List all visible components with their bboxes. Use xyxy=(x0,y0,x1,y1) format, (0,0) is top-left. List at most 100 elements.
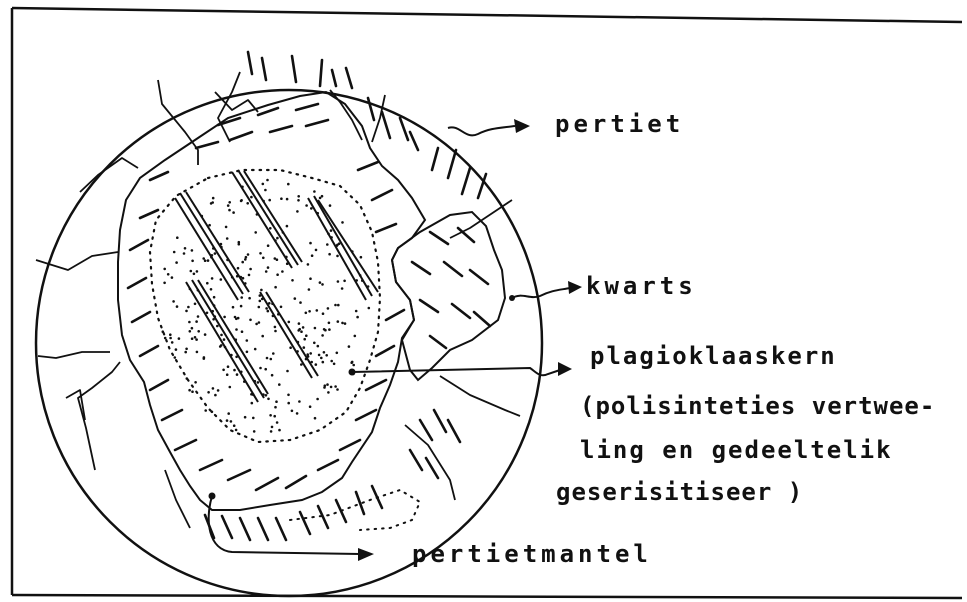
sericite-dot xyxy=(249,268,252,271)
sericite-dot xyxy=(337,280,340,283)
sericite-dot xyxy=(288,321,291,324)
sericite-dot xyxy=(262,183,265,186)
sericite-dot xyxy=(196,270,199,273)
sericite-dot xyxy=(223,316,226,319)
sericite-dot xyxy=(187,306,190,309)
sericite-dot xyxy=(286,198,289,201)
sericite-dot xyxy=(242,277,245,280)
sericite-dot xyxy=(175,348,178,351)
sericite-dot xyxy=(247,253,250,256)
sericite-dot xyxy=(226,237,229,240)
sericite-dot xyxy=(351,361,354,364)
sericite-dot xyxy=(309,277,312,280)
sericite-dot xyxy=(334,385,337,388)
sericite-dot xyxy=(307,263,310,266)
sericite-dot xyxy=(194,336,197,339)
sericite-dot xyxy=(254,348,257,351)
sericite-dot xyxy=(344,322,347,325)
sericite-dot xyxy=(220,344,223,347)
kwarts-leader xyxy=(512,288,570,298)
sericite-dot xyxy=(176,305,179,308)
sericite-dot xyxy=(356,316,359,319)
sericite-dot xyxy=(274,330,277,333)
sericite-dot xyxy=(164,337,167,340)
sericite-dot xyxy=(252,417,255,420)
sericite-dot xyxy=(225,226,228,229)
sericite-dot xyxy=(328,328,331,331)
sericite-dot xyxy=(210,202,213,205)
sericite-dot xyxy=(360,256,363,259)
sericite-dot xyxy=(286,225,289,228)
sericite-dot xyxy=(315,363,318,366)
sericite-dot xyxy=(337,320,340,323)
plagioklaas-leader xyxy=(352,368,560,375)
sericite-dot xyxy=(269,227,272,230)
sericite-dot xyxy=(195,338,198,341)
sericite-dot xyxy=(232,306,235,309)
sericite-dot xyxy=(176,236,179,239)
sericite-dot xyxy=(193,273,196,276)
sericite-dot xyxy=(227,412,230,415)
sericite-dot xyxy=(241,261,244,264)
sericite-dot xyxy=(208,224,211,227)
sericite-dot xyxy=(259,367,262,370)
sericite-dot xyxy=(267,266,270,269)
sericite-dot xyxy=(306,353,309,356)
sericite-dot xyxy=(197,330,200,333)
sericite-dot xyxy=(278,429,281,432)
sericite-dot xyxy=(184,247,187,250)
sericite-dot xyxy=(328,253,331,256)
sericite-dot xyxy=(308,310,311,313)
sericite-dot xyxy=(355,310,358,313)
sericite-dot xyxy=(229,386,232,389)
sericite-dot xyxy=(330,360,333,363)
sericite-dot xyxy=(210,288,213,291)
sericite-dot xyxy=(296,412,299,415)
sericite-dot xyxy=(194,381,197,384)
sericite-dot xyxy=(211,277,214,280)
sericite-dot xyxy=(291,410,294,413)
sericite-dot xyxy=(264,189,267,192)
sericite-dot xyxy=(298,322,301,325)
sericite-dot xyxy=(303,346,306,349)
sericite-dot xyxy=(300,330,303,333)
sericite-dot xyxy=(220,334,223,337)
sericite-dot xyxy=(321,334,324,337)
plagioklaas-label-line3: ling en gedeeltelik xyxy=(580,436,893,464)
sericite-dot xyxy=(188,321,191,324)
sericite-dot xyxy=(223,338,226,341)
sericite-dot xyxy=(287,394,290,397)
sericite-dot xyxy=(336,255,339,258)
sericite-dot xyxy=(341,221,344,224)
sericite-dot xyxy=(327,391,330,394)
sericite-dot xyxy=(297,195,300,198)
sericite-dot xyxy=(317,345,320,348)
sericite-dot xyxy=(191,260,194,263)
sericite-dot xyxy=(321,283,324,286)
sericite-dot xyxy=(185,348,188,351)
dotted-zone xyxy=(150,170,380,442)
sericite-dot xyxy=(171,276,174,279)
perthite-dashes xyxy=(128,52,490,540)
sericite-dot xyxy=(326,383,329,386)
sericite-dot xyxy=(206,282,209,285)
sericite-dot xyxy=(188,389,191,392)
sericite-dot xyxy=(226,373,229,376)
sericite-dot xyxy=(262,257,265,260)
sericite-dot xyxy=(232,211,235,214)
sericite-dot xyxy=(322,312,325,315)
sericite-dot xyxy=(294,297,297,300)
sericite-dot xyxy=(266,179,269,182)
sericite-dot xyxy=(163,282,166,285)
kwarts-label: kwarts xyxy=(586,272,697,300)
sericite-dot xyxy=(233,369,236,372)
sericite-dot xyxy=(220,278,223,281)
sericite-dot xyxy=(311,254,314,257)
sericite-dot xyxy=(286,370,289,373)
sericite-dot xyxy=(245,256,248,259)
sericite-dot xyxy=(172,300,175,303)
sericite-dot xyxy=(330,229,333,232)
sericite-dot xyxy=(336,352,339,355)
sericite-dot xyxy=(287,183,290,186)
sericite-dot xyxy=(322,361,325,364)
